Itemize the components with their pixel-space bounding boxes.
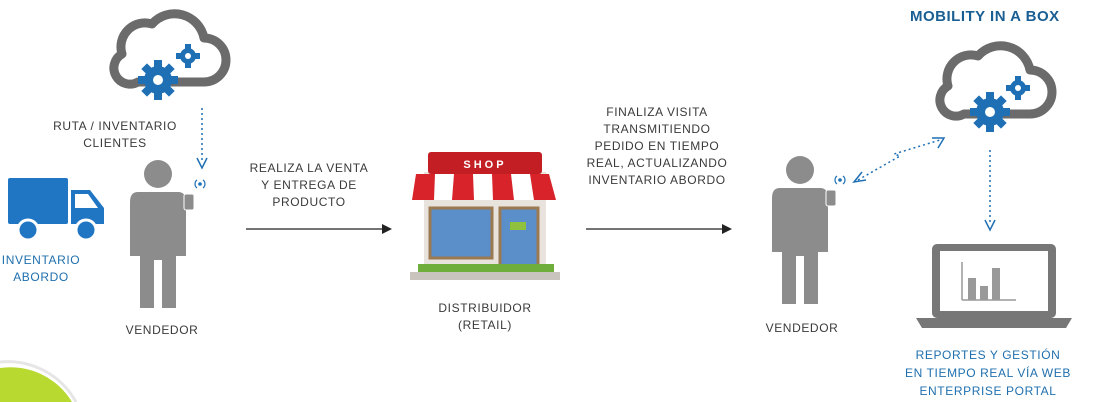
cloud-gear-icon (109, 9, 231, 100)
large-gear-icon (970, 92, 1010, 132)
route-label: RUTA / INVENTARIO CLIENTES (53, 119, 177, 150)
wireless-signal-icon (194, 179, 206, 189)
cloud-gear-icon (935, 41, 1057, 132)
distributor-label: DISTRIBUIDOR (RETAIL) (438, 301, 532, 332)
shop-sign-text: SHOP (463, 159, 506, 171)
dotted-arrow-down (984, 150, 996, 232)
wireless-signal-icon (834, 175, 846, 185)
seller-2-label: VENDEDOR (765, 321, 839, 335)
arrow-right (586, 224, 732, 234)
sale-label: REALIZA LA VENTA Y ENTREGA DE PRODUCTO (249, 161, 369, 209)
small-gear-icon (1006, 76, 1030, 100)
truck-icon (8, 178, 104, 242)
seller-1-label: VENDEDOR (125, 323, 199, 337)
person-phone-icon (130, 160, 206, 308)
person-phone-icon (772, 156, 846, 304)
finish-visit-label: FINALIZA VISITA TRANSMITIENDO PEDIDO EN … (586, 105, 728, 187)
large-gear-icon (138, 60, 178, 100)
shop-icon: SHOP (410, 152, 560, 280)
laptop-chart-icon (916, 244, 1072, 328)
small-gear-icon (176, 44, 200, 68)
reports-label: REPORTES Y GESTIÓN EN TIEMPO REAL VÍA WE… (905, 348, 1071, 398)
dotted-arrow-down (196, 108, 208, 170)
diagram-title: MOBILITY IN A BOX (910, 8, 1060, 25)
bar-chart-icon (961, 262, 1016, 301)
wireless-link-arrow (852, 137, 946, 184)
arrow-right (246, 224, 392, 234)
awning (412, 174, 558, 200)
decorative-green-circle (0, 360, 78, 402)
onboard-inventory-label: INVENTARIO ABORDO (1, 253, 81, 284)
